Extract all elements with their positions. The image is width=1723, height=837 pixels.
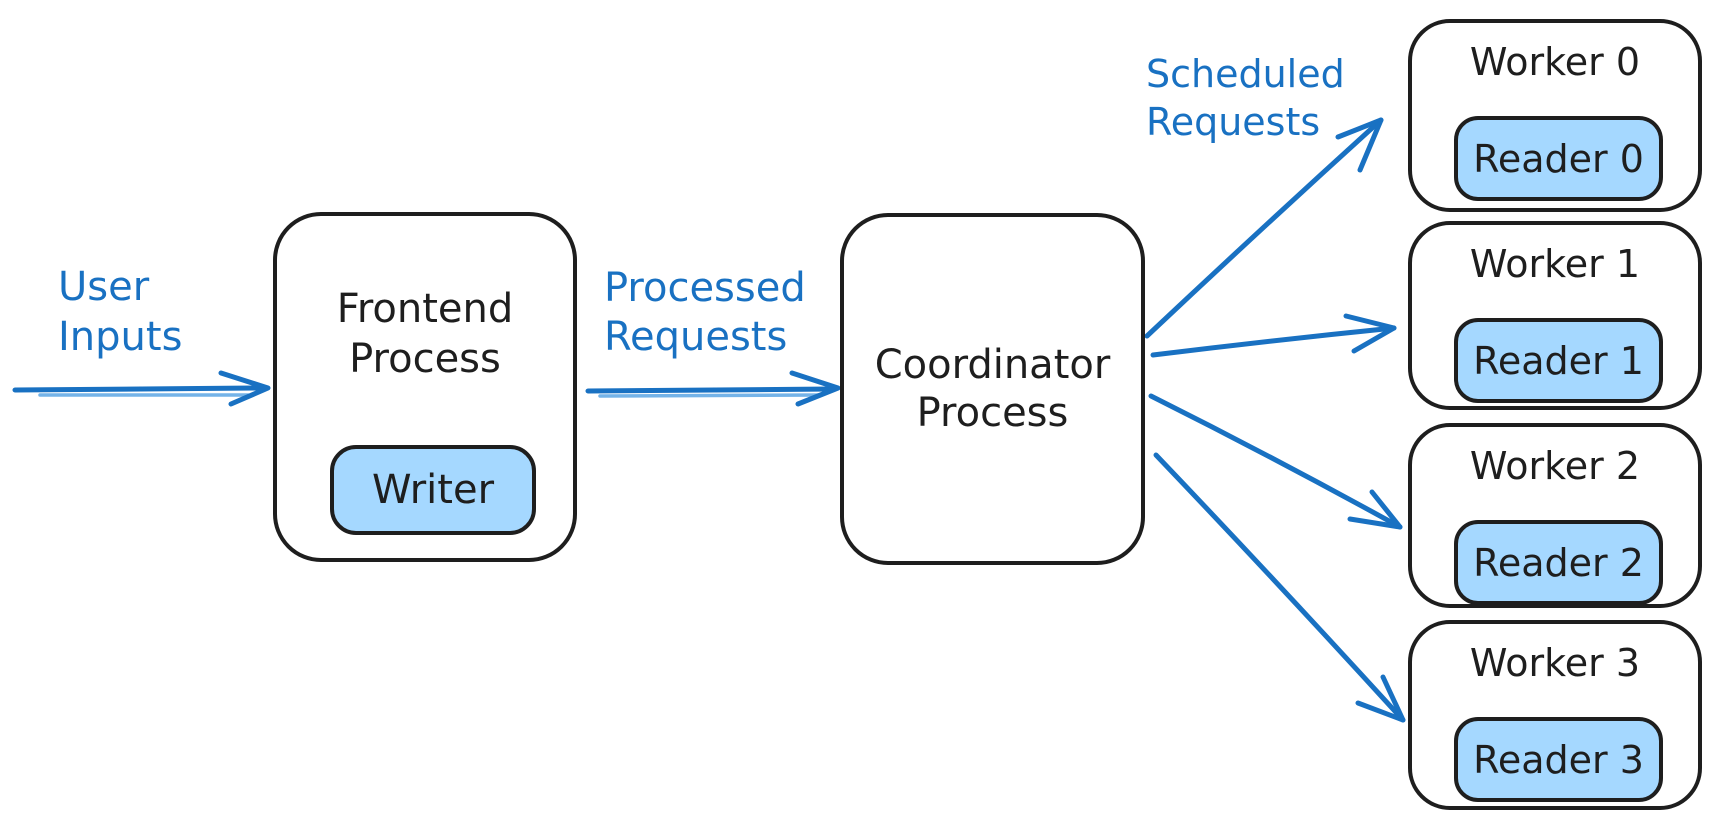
- worker-box-2: Worker 2 Reader 2: [1408, 423, 1702, 608]
- scheduled-arrow-worker-3: [1153, 452, 1406, 723]
- coordinator-process-label: Coordinator Process: [874, 342, 1111, 436]
- writer-label: Writer: [371, 467, 495, 513]
- reader-0-label: Reader 0: [1473, 136, 1644, 181]
- worker-box-1: Worker 1 Reader 1: [1408, 221, 1702, 410]
- reader-box-2: Reader 2: [1454, 520, 1663, 605]
- reader-3-label: Reader 3: [1473, 737, 1644, 782]
- scheduled-arrowhead-worker-2: [1347, 489, 1403, 530]
- worker-3-label: Worker 3: [1469, 641, 1641, 685]
- worker-0-label: Worker 0: [1469, 40, 1641, 84]
- reader-box-1: Reader 1: [1454, 318, 1663, 403]
- worker-box-0: Worker 0 Reader 0: [1408, 19, 1702, 212]
- reader-2-label: Reader 2: [1473, 540, 1644, 585]
- scheduled-arrowhead-worker-3: [1355, 674, 1406, 723]
- scheduled-arrow-worker-1: [1150, 325, 1397, 358]
- reader-box-0: Reader 0: [1454, 116, 1663, 201]
- user-inputs-arrowhead: [218, 370, 271, 407]
- processed-requests-arrow: [585, 386, 835, 394]
- coordinator-process-box: Coordinator Process: [840, 213, 1145, 565]
- worker-1-label: Worker 1: [1469, 242, 1641, 286]
- scheduled-arrow-worker-0: [1144, 117, 1384, 339]
- user-inputs-arrow: [12, 385, 265, 393]
- processed-requests-label: Processed Requests: [604, 265, 806, 360]
- scheduled-arrowhead-worker-1: [1343, 313, 1397, 354]
- writer-box: Writer: [330, 445, 536, 535]
- worker-2-label: Worker 2: [1469, 444, 1641, 488]
- reader-box-3: Reader 3: [1454, 717, 1663, 802]
- frontend-process-label: Frontend Process: [336, 286, 514, 382]
- frontend-process-box: Frontend Process Writer: [273, 212, 577, 562]
- processed-requests-arrow-shading: [598, 393, 822, 398]
- reader-1-label: Reader 1: [1473, 338, 1644, 383]
- scheduled-arrow-worker-2: [1148, 393, 1403, 530]
- scheduled-requests-label: Scheduled Requests: [1146, 52, 1345, 144]
- worker-box-3: Worker 3 Reader 3: [1408, 620, 1702, 810]
- user-inputs-label: User Inputs: [58, 264, 183, 360]
- processed-requests-arrowhead: [789, 370, 841, 407]
